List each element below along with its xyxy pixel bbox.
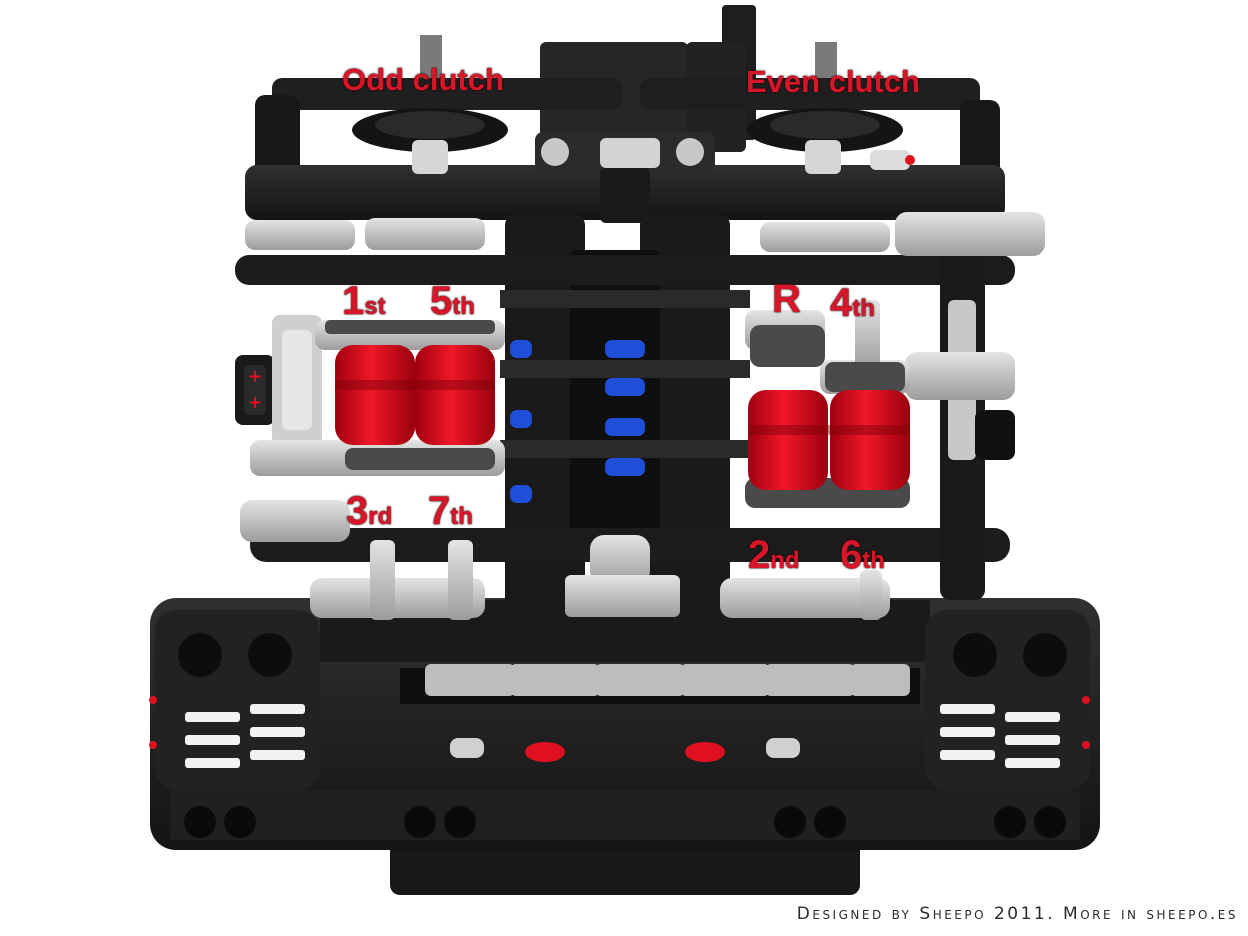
svg-text:+: + (247, 392, 262, 413)
gear-label-7th: 7th (428, 489, 473, 533)
gear-label-6th: 6th (840, 533, 885, 577)
gear-label-3rd: 3rd (346, 489, 393, 533)
gear-label-1st: 1st (342, 279, 386, 323)
svg-text:+: + (247, 366, 262, 387)
credit-line: Designed by Sheepo 2011. More in sheepo.… (796, 904, 1238, 924)
base-frame (149, 598, 1100, 895)
top-frame (245, 5, 1005, 223)
even-clutch-label: Even clutch (746, 64, 920, 99)
gear-label-reverse: R (772, 277, 801, 321)
gear-label-4th: 4th (830, 281, 875, 325)
gear-label-5th: 5th (430, 279, 475, 323)
middle-body: + + (235, 215, 1015, 610)
red-clutch-rings (335, 345, 910, 490)
gear-label-2nd: 2nd (748, 533, 800, 577)
odd-clutch-label: Odd clutch (342, 62, 504, 97)
